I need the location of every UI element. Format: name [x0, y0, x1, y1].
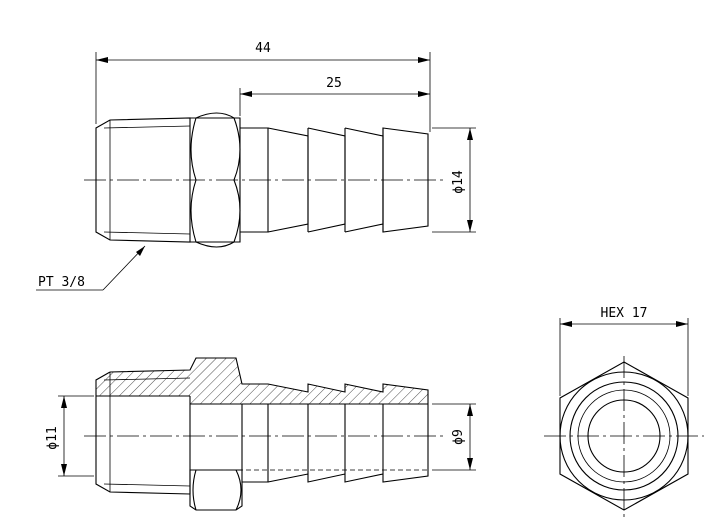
bore-diameter-label: ϕ9 — [451, 429, 466, 445]
dimension-overall-length: 44 — [95, 41, 431, 132]
thread-spec-label: PT 3/8 — [38, 275, 85, 290]
dimension-barb-diameter: ϕ14 — [432, 127, 476, 233]
end-view — [544, 356, 704, 518]
dimension-barb-length: 25 — [239, 76, 430, 116]
barb-length-label: 25 — [326, 76, 342, 91]
dimension-thread-diameter: ϕ11 — [45, 395, 94, 477]
thread-diameter-label: ϕ11 — [45, 426, 60, 449]
overall-length-label: 44 — [255, 41, 271, 56]
barb-diameter-label: ϕ14 — [451, 170, 466, 194]
dimension-bore-diameter: ϕ9 — [432, 403, 476, 471]
hex-size-label: HEX 17 — [601, 306, 648, 321]
dimension-hex-size: HEX 17 — [559, 306, 689, 396]
side-view — [84, 112, 446, 248]
thread-callout: PT 3/8 — [36, 245, 146, 291]
section-view — [84, 357, 446, 511]
